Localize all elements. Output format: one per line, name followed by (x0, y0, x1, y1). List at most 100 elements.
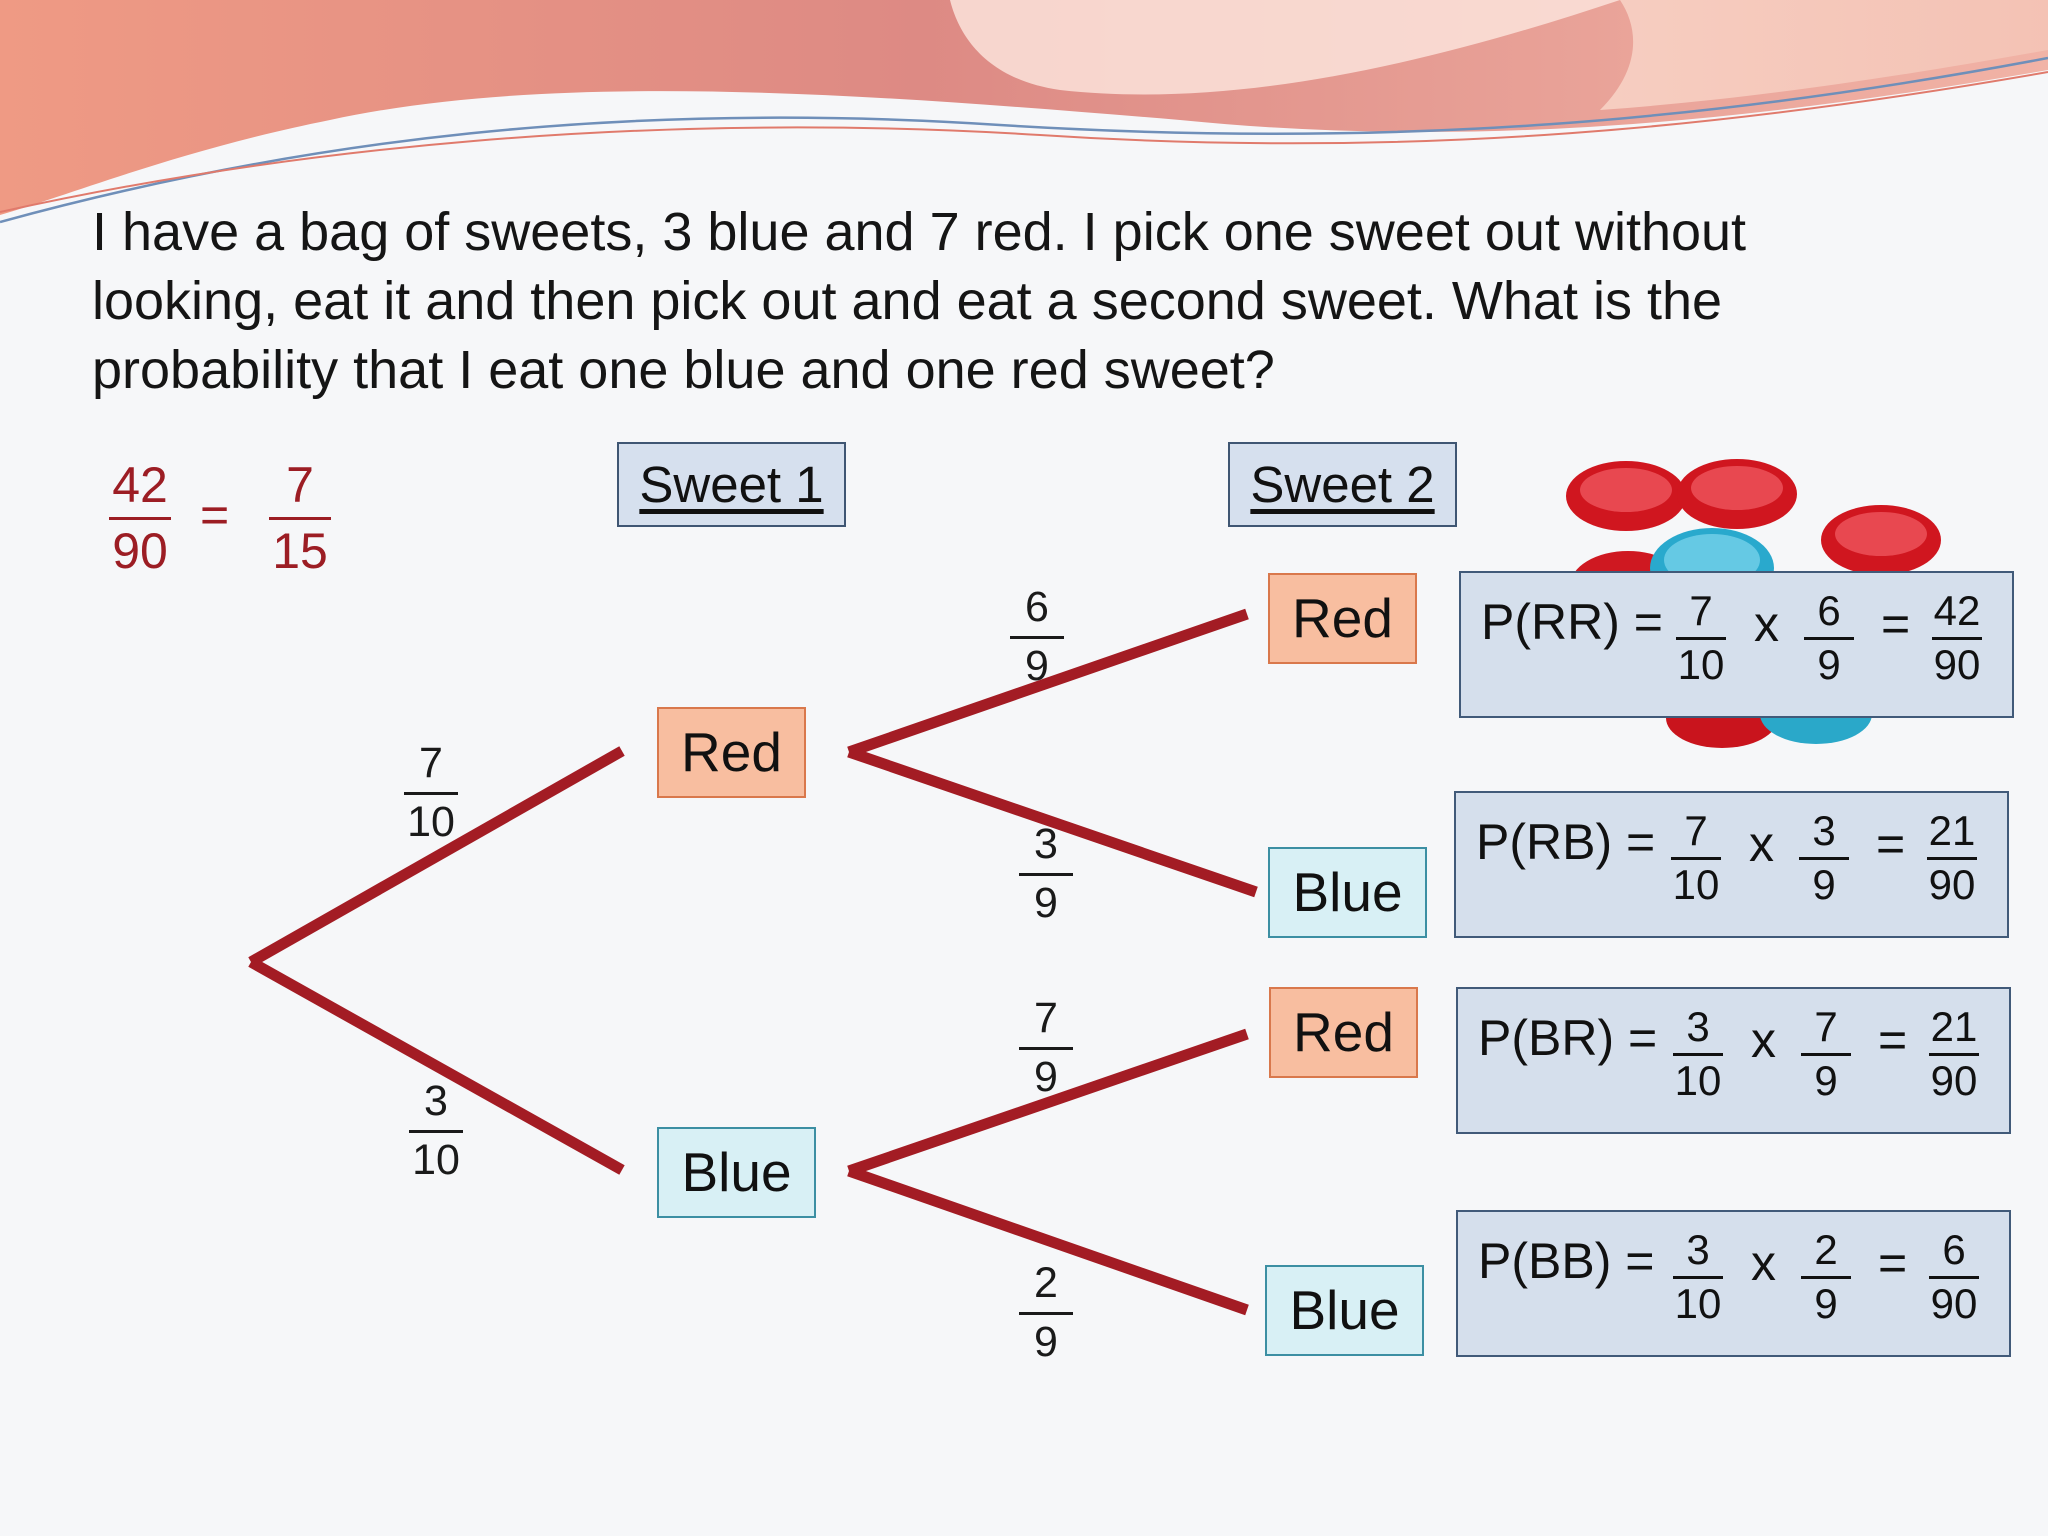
fraction-numerator: 7 (419, 739, 443, 787)
branch-label-red: 7 10 (386, 742, 476, 844)
branch-blue-blue (847, 1165, 1249, 1316)
fraction-denominator: 10 (1672, 861, 1720, 908)
equals-sign: = (1878, 1235, 1908, 1291)
equals-sign: = (1876, 816, 1906, 872)
fraction-numerator: 7 (1684, 807, 1708, 854)
fraction-denominator: 90 (1928, 861, 1976, 908)
fraction-numerator: 7 (1689, 587, 1713, 634)
fraction-numerator: 21 (1928, 807, 1976, 854)
node-blue-first: Blue (657, 1127, 816, 1218)
fraction-denominator: 10 (1677, 641, 1725, 688)
fraction-denominator: 9 (1817, 641, 1841, 688)
outcome-result-fraction: 42 90 (1922, 590, 1992, 686)
outcome-label: P(RB) = (1476, 814, 1656, 870)
outcome-box-br: P(BR) = 3 10 x 7 9 = 21 90 (1456, 987, 2011, 1134)
fraction-bar (1673, 1276, 1723, 1279)
sweet-2-header: Sweet 2 (1228, 442, 1457, 527)
outcome-box-rb: P(RB) = 7 10 x 3 9 = 21 90 (1454, 791, 2009, 938)
outcome-first-fraction: 7 10 (1661, 810, 1731, 906)
fraction-numerator: 3 (424, 1077, 448, 1125)
fraction-denominator: 9 (1812, 861, 1836, 908)
fraction-bar (1799, 857, 1849, 860)
fraction-bar (1676, 637, 1726, 640)
fraction-bar (1019, 1047, 1073, 1050)
simplification-equals: = (200, 487, 230, 543)
simplification-left: 42 90 (100, 460, 180, 576)
outcome-first-fraction: 7 10 (1666, 590, 1736, 686)
node-red-first: Red (657, 707, 806, 798)
outcome-second-fraction: 7 9 (1791, 1006, 1861, 1102)
simplification-right: 7 15 (260, 460, 340, 576)
fraction-denominator: 90 (1930, 1057, 1978, 1104)
node-red-blue: Blue (1268, 847, 1427, 938)
fraction-numerator: 2 (1034, 1259, 1058, 1307)
fraction-denominator: 9 (1814, 1280, 1838, 1327)
fraction-numerator: 6 (1942, 1226, 1966, 1273)
multiply-sign: x (1749, 816, 1774, 872)
fraction-bar (1801, 1276, 1851, 1279)
outcome-result-fraction: 21 90 (1919, 1006, 1989, 1102)
fraction-denominator: 90 (112, 523, 168, 579)
fraction-bar (1673, 1053, 1723, 1056)
multiply-sign: x (1751, 1012, 1776, 1068)
fraction-numerator: 21 (1930, 1003, 1978, 1050)
fraction-bar (1019, 873, 1073, 876)
fraction-denominator: 9 (1034, 1053, 1058, 1101)
fraction-bar (409, 1130, 463, 1133)
equals-sign: = (1881, 596, 1911, 652)
node-blue-red: Red (1269, 987, 1418, 1078)
question-line-3: probability that I eat one blue and one … (92, 340, 1275, 400)
outcome-label: P(BR) = (1478, 1010, 1658, 1066)
outcome-box-bb: P(BB) = 3 10 x 2 9 = 6 90 (1456, 1210, 2011, 1357)
outcome-result-fraction: 21 90 (1917, 810, 1987, 906)
branch-label-blue-red: 7 9 (1001, 997, 1091, 1099)
wave-decoration (0, 0, 2048, 224)
fraction-bar (1932, 637, 1982, 640)
fraction-denominator: 9 (1814, 1057, 1838, 1104)
node-red-red: Red (1268, 573, 1417, 664)
outcome-second-fraction: 2 9 (1791, 1229, 1861, 1325)
branch-blue-red (847, 1028, 1249, 1177)
sweet-1-header: Sweet 1 (617, 442, 846, 527)
outcome-label: P(RR) = (1481, 594, 1663, 650)
fraction-denominator: 9 (1034, 1318, 1058, 1366)
outcome-box-rr: P(RR) = 7 10 x 6 9 = 42 90 (1459, 571, 2014, 718)
fraction-denominator: 10 (1674, 1280, 1722, 1327)
branch-red (248, 746, 625, 967)
fraction-denominator: 15 (272, 523, 328, 579)
fraction-numerator: 7 (1814, 1003, 1838, 1050)
outcome-label: P(BB) = (1478, 1233, 1655, 1289)
fraction-bar (1671, 857, 1721, 860)
fraction-bar (1804, 637, 1854, 640)
outcome-first-fraction: 3 10 (1663, 1229, 1733, 1325)
branch-label-blue-blue: 2 9 (1001, 1262, 1091, 1364)
outcome-result-fraction: 6 90 (1919, 1229, 1989, 1325)
fraction-numerator: 6 (1025, 583, 1049, 631)
fraction-denominator: 10 (412, 1136, 460, 1184)
fraction-numerator: 3 (1686, 1226, 1710, 1273)
fraction-denominator: 90 (1930, 1280, 1978, 1327)
outcome-first-fraction: 3 10 (1663, 1006, 1733, 1102)
fraction-bar (1929, 1276, 1979, 1279)
fraction-numerator: 42 (1933, 587, 1981, 634)
branch-label-blue: 3 10 (391, 1080, 481, 1182)
fraction-numerator: 6 (1817, 587, 1841, 634)
fraction-bar (109, 517, 171, 520)
fraction-denominator: 9 (1025, 642, 1049, 690)
fraction-denominator: 9 (1034, 879, 1058, 927)
multiply-sign: x (1751, 1235, 1776, 1291)
fraction-numerator: 42 (112, 457, 168, 513)
fraction-bar (404, 792, 458, 795)
fraction-bar (1929, 1053, 1979, 1056)
fraction-bar (1019, 1312, 1073, 1315)
fraction-numerator: 3 (1034, 820, 1058, 868)
equals-sign: = (1878, 1012, 1908, 1068)
fraction-numerator: 3 (1686, 1003, 1710, 1050)
branch-blue (248, 957, 625, 1175)
branch-red-blue (847, 746, 1258, 898)
fraction-bar (1801, 1053, 1851, 1056)
node-blue-blue: Blue (1265, 1265, 1424, 1356)
question-line-2: looking, eat it and then pick out and ea… (92, 271, 1723, 331)
fraction-bar (1927, 857, 1977, 860)
